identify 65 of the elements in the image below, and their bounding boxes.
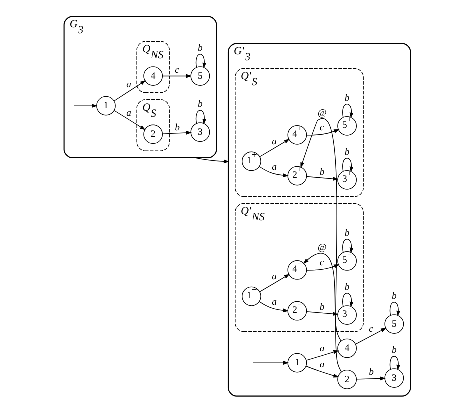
edge-label: b <box>391 291 396 302</box>
arrow <box>305 366 339 378</box>
arrow <box>195 54 206 69</box>
arrow <box>356 376 386 381</box>
edge-label: b <box>174 122 180 134</box>
node-circle: 1 <box>96 96 116 116</box>
edge-label: b <box>319 302 324 313</box>
edge-label: c <box>319 258 324 269</box>
arrow <box>389 302 400 317</box>
edge-label: b <box>319 166 324 178</box>
edge-label: a <box>272 162 276 173</box>
edge-label: a <box>272 271 276 282</box>
arrow <box>354 328 386 345</box>
node-circle: 5 <box>190 66 210 86</box>
edge-label: c <box>174 64 179 76</box>
arrow <box>302 253 342 342</box>
arrow <box>113 80 146 102</box>
edge-label: a <box>272 136 276 148</box>
arrow <box>195 110 206 125</box>
arrow <box>259 139 290 158</box>
arrow <box>258 166 288 178</box>
edge-label: a <box>319 343 324 354</box>
arrow <box>306 264 340 271</box>
node-circle: 2 <box>337 370 356 390</box>
edge-label: b <box>344 282 350 294</box>
edge-label: a <box>319 359 324 370</box>
node-circle: 5 <box>384 314 404 334</box>
edge-label: b <box>344 228 350 240</box>
edge-label: a <box>126 108 132 119</box>
edge-label: b <box>368 366 374 378</box>
arrow <box>73 104 98 108</box>
arrow <box>306 312 338 316</box>
arrow <box>259 274 290 292</box>
arrow <box>342 239 354 254</box>
arrow <box>389 356 400 371</box>
edge-label: b <box>391 345 396 356</box>
edge-label: b <box>344 92 350 104</box>
node-circle: 3 <box>190 122 210 142</box>
arrow <box>252 361 289 365</box>
edge-label: b <box>198 43 202 54</box>
arrow <box>342 293 354 308</box>
edge-label: c <box>368 324 373 336</box>
arrow <box>306 129 340 136</box>
arrow <box>194 158 230 164</box>
edge-label: @ <box>317 242 326 254</box>
arrow <box>342 104 354 118</box>
node-circle: 2 <box>143 124 163 144</box>
arrow <box>306 350 339 361</box>
arrow <box>342 158 354 172</box>
node-circle: 1 <box>287 353 307 373</box>
node-circle: 4 <box>337 338 356 358</box>
node-circle: 4 <box>143 66 163 86</box>
arrow <box>162 131 192 135</box>
arrow <box>258 301 288 313</box>
edge-label: a <box>126 79 132 90</box>
edge-label: b <box>344 147 350 158</box>
arrow <box>300 118 342 373</box>
edge-label: @ <box>317 108 326 119</box>
node-circle: 3 <box>384 368 404 388</box>
edge-label: c <box>319 122 324 134</box>
arrow <box>114 110 146 130</box>
edge-label: b <box>198 99 202 110</box>
arrow <box>306 176 338 181</box>
arrow <box>162 74 192 78</box>
edge-label: a <box>272 297 276 308</box>
